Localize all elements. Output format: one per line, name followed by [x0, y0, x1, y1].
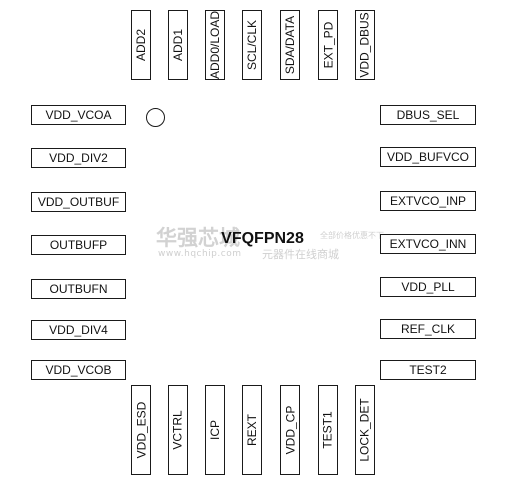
- pin-bottom-4: REXT: [242, 385, 262, 475]
- pin1-indicator-icon: [146, 108, 165, 127]
- pin-left-4: OUTBUFP: [31, 235, 126, 255]
- pin-left-6: VDD_DIV4: [31, 320, 126, 340]
- pin-right-7: TEST2: [380, 360, 476, 380]
- pin-right-4: EXTVCO_INN: [380, 234, 476, 254]
- pin-label: VDD_DIV2: [49, 151, 108, 165]
- pin-bottom-1: VDD_ESD: [131, 385, 151, 475]
- pin-bottom-6: TEST1: [318, 385, 338, 475]
- pin-label: ADD2: [134, 28, 149, 62]
- package-label: VFQFPN28: [221, 230, 304, 247]
- pin-label: EXT_PD: [321, 21, 335, 69]
- pin-top-1: ADD2: [131, 10, 151, 80]
- pin-label: LOCK_DET: [358, 398, 373, 462]
- pin-label: TEST1: [321, 411, 335, 449]
- pin-right-5: VDD_PLL: [380, 277, 476, 297]
- pin-label: VDD_PLL: [401, 280, 455, 294]
- pin-left-1: VDD_VCOA: [31, 105, 126, 125]
- pin-left-2: VDD_DIV2: [31, 148, 126, 168]
- pin-label: ICP: [208, 419, 223, 441]
- pin-label: ADD0/LOAD: [208, 10, 222, 80]
- pin-top-7: VDD_DBUS: [355, 10, 375, 80]
- pin-label: SCL/CLK: [245, 19, 259, 71]
- pin-bottom-5: VDD_CP: [280, 385, 300, 475]
- pin-bottom-7: LOCK_DET: [355, 385, 375, 475]
- pin-label: SDA/DATA: [283, 15, 298, 75]
- pin-label: EXTVCO_INN: [389, 237, 467, 251]
- watermark-slogan: 元器件在线商城: [262, 248, 339, 261]
- watermark-small: 全部价格优惠不下: [320, 231, 384, 240]
- pin-label: ADD1: [171, 28, 186, 62]
- pin-label: VDD_ESD: [134, 401, 148, 459]
- pin-right-3: EXTVCO_INP: [380, 191, 476, 211]
- pin-label: VDD_CP: [283, 405, 297, 455]
- pin-right-2: VDD_BUFVCO: [380, 147, 476, 167]
- pin-top-5: SDA/DATA: [280, 10, 300, 80]
- pin-label: OUTBUFP: [49, 238, 108, 252]
- pin-label: VDD_DBUS: [358, 12, 373, 78]
- pin-label: DBUS_SEL: [396, 108, 460, 122]
- pin-label: VCTRL: [171, 410, 185, 450]
- pin-top-4: SCL/CLK: [242, 10, 262, 80]
- pin-label: VDD_BUFVCO: [386, 150, 469, 164]
- pin-top-6: EXT_PD: [318, 10, 338, 80]
- pin-top-3: ADD0/LOAD: [205, 10, 225, 80]
- pin-left-7: VDD_VCOB: [31, 360, 126, 380]
- pin-bottom-3: ICP: [205, 385, 225, 475]
- pin-top-2: ADD1: [168, 10, 188, 80]
- pin-label: REXT: [245, 413, 260, 447]
- watermark-url: www.hqchip.com: [158, 249, 242, 259]
- pin-label: OUTBUFN: [49, 282, 108, 296]
- pin-label: VDD_VCOB: [45, 363, 112, 377]
- pin-right-6: REF_CLK: [380, 319, 476, 339]
- pin-bottom-2: VCTRL: [168, 385, 188, 475]
- pin-label: VDD_DIV4: [49, 323, 108, 337]
- pin-label: VDD_VCOA: [45, 108, 112, 122]
- pin-right-1: DBUS_SEL: [380, 105, 476, 125]
- pin-label: VDD_OUTBUF: [37, 195, 120, 209]
- pin-label: REF_CLK: [400, 322, 456, 336]
- pin-label: TEST2: [409, 363, 447, 377]
- pin-left-3: VDD_OUTBUF: [31, 192, 126, 212]
- pin-left-5: OUTBUFN: [31, 279, 126, 299]
- pin-label: EXTVCO_INP: [389, 194, 467, 208]
